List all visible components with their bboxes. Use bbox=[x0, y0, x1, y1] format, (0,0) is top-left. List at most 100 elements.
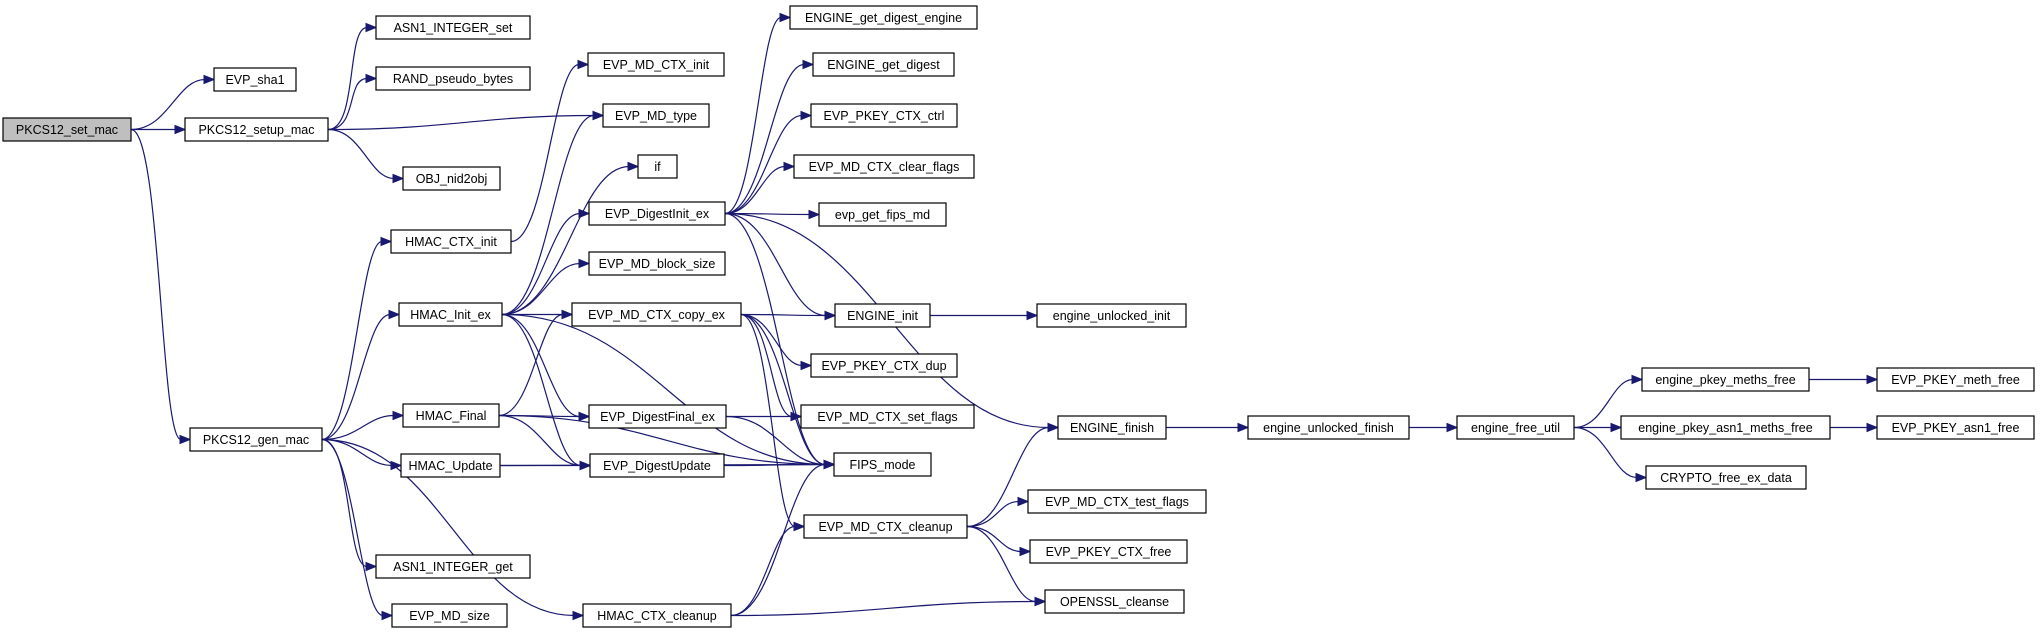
node-evp-pkey-ctx-dup[interactable]: EVP_PKEY_CTX_dup bbox=[810, 353, 958, 378]
node-evp-digestinit-ex[interactable]: EVP_DigestInit_ex bbox=[588, 201, 726, 226]
edge-hmac_init_ex-to-evp_digestupdate bbox=[501, 313, 592, 471]
node-pkcs12-gen-mac[interactable]: PKCS12_gen_mac bbox=[189, 427, 323, 452]
edge-evp_md_ctx_cleanup-to-engine_finish bbox=[966, 422, 1060, 528]
node-box bbox=[793, 154, 975, 179]
node-box bbox=[2, 117, 132, 142]
node-pkcs12-set-mac[interactable]: PKCS12_set_mac bbox=[2, 117, 132, 142]
node-hmac-ctx-cleanup[interactable]: HMAC_CTX_cleanup bbox=[582, 603, 732, 628]
node-openssl-cleanse[interactable]: OPENSSL_cleanse bbox=[1044, 589, 1185, 614]
node-if[interactable]: if bbox=[637, 154, 678, 179]
edge-hmac_init_ex-to-if bbox=[501, 161, 640, 316]
edge-evp_digestinit_ex-to-fips_mode bbox=[724, 212, 836, 470]
node-box bbox=[602, 103, 710, 128]
edge-evp_md_ctx_cleanup-to-openssl_cleanse bbox=[966, 525, 1047, 607]
node-evp-sha1[interactable]: EVP_sha1 bbox=[213, 67, 297, 92]
node-label: EVP_MD_CTX_cleanup bbox=[818, 520, 952, 534]
node-rand-pseudo-bytes[interactable]: RAND_pseudo_bytes bbox=[375, 66, 531, 91]
node-label: EVP_MD_CTX_copy_ex bbox=[588, 308, 726, 322]
node-label: engine_free_util bbox=[1471, 421, 1560, 435]
edge-evp_digestinit_ex-to-engine_get_digest_engine bbox=[724, 12, 792, 215]
node-engine-free-util[interactable]: engine_free_util bbox=[1456, 415, 1575, 440]
node-hmac-init-ex[interactable]: HMAC_Init_ex bbox=[398, 302, 503, 327]
edge-evp_md_ctx_copy_ex-to-engine_init bbox=[740, 310, 837, 321]
node-evp-digestupdate[interactable]: EVP_DigestUpdate bbox=[589, 453, 725, 478]
edge-engine_pkey_asn1_meths_free-to-evp_pkey_asn1_free bbox=[1830, 422, 1879, 433]
node-label: OPENSSL_cleanse bbox=[1060, 595, 1169, 609]
node-engine-unlocked-init[interactable]: engine_unlocked_init bbox=[1036, 303, 1187, 328]
node-evp-md-ctx-init[interactable]: EVP_MD_CTX_init bbox=[587, 52, 725, 77]
node-evp-digestfinal-ex[interactable]: EVP_DigestFinal_ex bbox=[588, 404, 727, 429]
node-box bbox=[1057, 415, 1167, 440]
node-engine-init[interactable]: ENGINE_init bbox=[834, 303, 931, 328]
node-crypto-free-ex-data[interactable]: CRYPTO_free_ex_data bbox=[1645, 465, 1807, 490]
node-box bbox=[1456, 415, 1575, 440]
node-box bbox=[588, 404, 727, 429]
node-label: engine_pkey_asn1_meths_free bbox=[1638, 421, 1812, 435]
node-label: HMAC_CTX_init bbox=[405, 235, 497, 249]
node-label: EVP_PKEY_meth_free bbox=[1891, 373, 2020, 387]
node-engine-finish[interactable]: ENGINE_finish bbox=[1057, 415, 1167, 440]
node-hmac-ctx-init[interactable]: HMAC_CTX_init bbox=[390, 229, 512, 254]
node-evp-pkey-ctx-ctrl[interactable]: EVP_PKEY_CTX_ctrl bbox=[810, 103, 958, 128]
node-label: HMAC_Init_ex bbox=[410, 308, 491, 322]
node-box bbox=[1029, 539, 1188, 564]
edge-pkcs12_gen_mac-to-evp_md_size bbox=[321, 438, 394, 621]
node-engine-pkey-asn1-meths-free[interactable]: engine_pkey_asn1_meths_free bbox=[1620, 415, 1831, 440]
node-evp-md-ctx-set-flags[interactable]: EVP_MD_CTX_set_flags bbox=[800, 404, 975, 429]
node-asn1-integer-set[interactable]: ASN1_INTEGER_set bbox=[375, 15, 531, 40]
edge-evp_md_ctx_copy_ex-to-fips_mode bbox=[740, 313, 836, 470]
node-label: engine_unlocked_init bbox=[1053, 309, 1171, 323]
node-engine-get-digest-engine[interactable]: ENGINE_get_digest_engine bbox=[789, 5, 978, 30]
edge-evp_md_ctx_cleanup-to-evp_md_ctx_test_flags bbox=[966, 496, 1030, 528]
node-engine-get-digest[interactable]: ENGINE_get_digest bbox=[812, 52, 955, 77]
edge-evp_md_ctx_copy_ex-to-evp_md_ctx_set_flags bbox=[740, 313, 803, 422]
node-asn1-integer-get[interactable]: ASN1_INTEGER_get bbox=[375, 554, 531, 579]
node-box bbox=[571, 302, 742, 327]
edge-hmac_final-to-evp_digestupdate bbox=[498, 414, 592, 471]
node-evp-get-fips-md[interactable]: evp_get_fips_md bbox=[818, 202, 947, 227]
edge-pkcs12_gen_mac-to-hmac_update bbox=[321, 438, 403, 471]
node-hmac-update[interactable]: HMAC_Update bbox=[400, 453, 501, 478]
node-label: HMAC_Final bbox=[416, 409, 487, 423]
edge-evp_digestinit_ex-to-engine_get_digest bbox=[724, 59, 815, 215]
node-obj-nid2obj[interactable]: OBJ_nid2obj bbox=[402, 166, 501, 191]
nodes-layer: PKCS12_set_macEVP_sha1PKCS12_setup_macAS… bbox=[2, 5, 2035, 628]
node-evp-md-ctx-clear-flags[interactable]: EVP_MD_CTX_clear_flags bbox=[793, 154, 975, 179]
edge-hmac_final-to-evp_digestfinal_ex bbox=[498, 411, 591, 422]
edge-engine_pkey_meths_free-to-evp_pkey_meth_free bbox=[1809, 374, 1879, 385]
node-evp-md-block-size[interactable]: EVP_MD_block_size bbox=[588, 251, 726, 276]
node-fips-mode[interactable]: FIPS_mode bbox=[833, 452, 932, 477]
edge-hmac_ctx_cleanup-to-evp_md_ctx_cleanup bbox=[730, 521, 806, 617]
node-box bbox=[810, 353, 958, 378]
node-label: ASN1_INTEGER_set bbox=[394, 21, 513, 35]
node-label: PKCS12_set_mac bbox=[16, 123, 118, 137]
node-pkcs12-setup-mac[interactable]: PKCS12_setup_mac bbox=[184, 117, 329, 142]
edge-evp_digestinit_ex-to-evp_md_ctx_clear_flags bbox=[724, 161, 796, 215]
edge-engine_finish-to-engine_unlocked_finish bbox=[1166, 422, 1250, 433]
node-label: ENGINE_get_digest bbox=[827, 58, 940, 72]
node-evp-md-ctx-cleanup[interactable]: EVP_MD_CTX_cleanup bbox=[803, 514, 968, 539]
node-evp-pkey-asn1-free[interactable]: EVP_PKEY_asn1_free bbox=[1876, 415, 2035, 440]
node-box bbox=[1247, 415, 1410, 440]
node-evp-md-size[interactable]: EVP_MD_size bbox=[391, 603, 508, 628]
node-label: EVP_PKEY_CTX_free bbox=[1046, 545, 1172, 559]
node-evp-md-type[interactable]: EVP_MD_type bbox=[602, 103, 710, 128]
node-label: OBJ_nid2obj bbox=[416, 172, 488, 186]
edge-engine_free_util-to-engine_pkey_asn1_meths_free bbox=[1574, 422, 1623, 433]
node-evp-pkey-ctx-free[interactable]: EVP_PKEY_CTX_free bbox=[1029, 539, 1188, 564]
edge-evp_md_ctx_cleanup-to-evp_pkey_ctx_free bbox=[966, 525, 1032, 557]
node-evp-md-ctx-copy-ex[interactable]: EVP_MD_CTX_copy_ex bbox=[571, 302, 742, 327]
node-evp-pkey-meth-free[interactable]: EVP_PKEY_meth_free bbox=[1876, 367, 2035, 392]
node-evp-md-ctx-test-flags[interactable]: EVP_MD_CTX_test_flags bbox=[1027, 489, 1207, 514]
node-label: ENGINE_get_digest_engine bbox=[805, 11, 962, 25]
node-label: EVP_MD_size bbox=[409, 609, 490, 623]
node-hmac-final[interactable]: HMAC_Final bbox=[402, 403, 500, 428]
node-label: CRYPTO_free_ex_data bbox=[1660, 471, 1792, 485]
node-box bbox=[834, 303, 931, 328]
node-box bbox=[402, 403, 500, 428]
node-engine-pkey-meths-free[interactable]: engine_pkey_meths_free bbox=[1641, 367, 1810, 392]
edge-engine_unlocked_finish-to-engine_free_util bbox=[1409, 422, 1459, 433]
node-engine-unlocked-finish[interactable]: engine_unlocked_finish bbox=[1247, 415, 1410, 440]
node-box bbox=[398, 302, 503, 327]
